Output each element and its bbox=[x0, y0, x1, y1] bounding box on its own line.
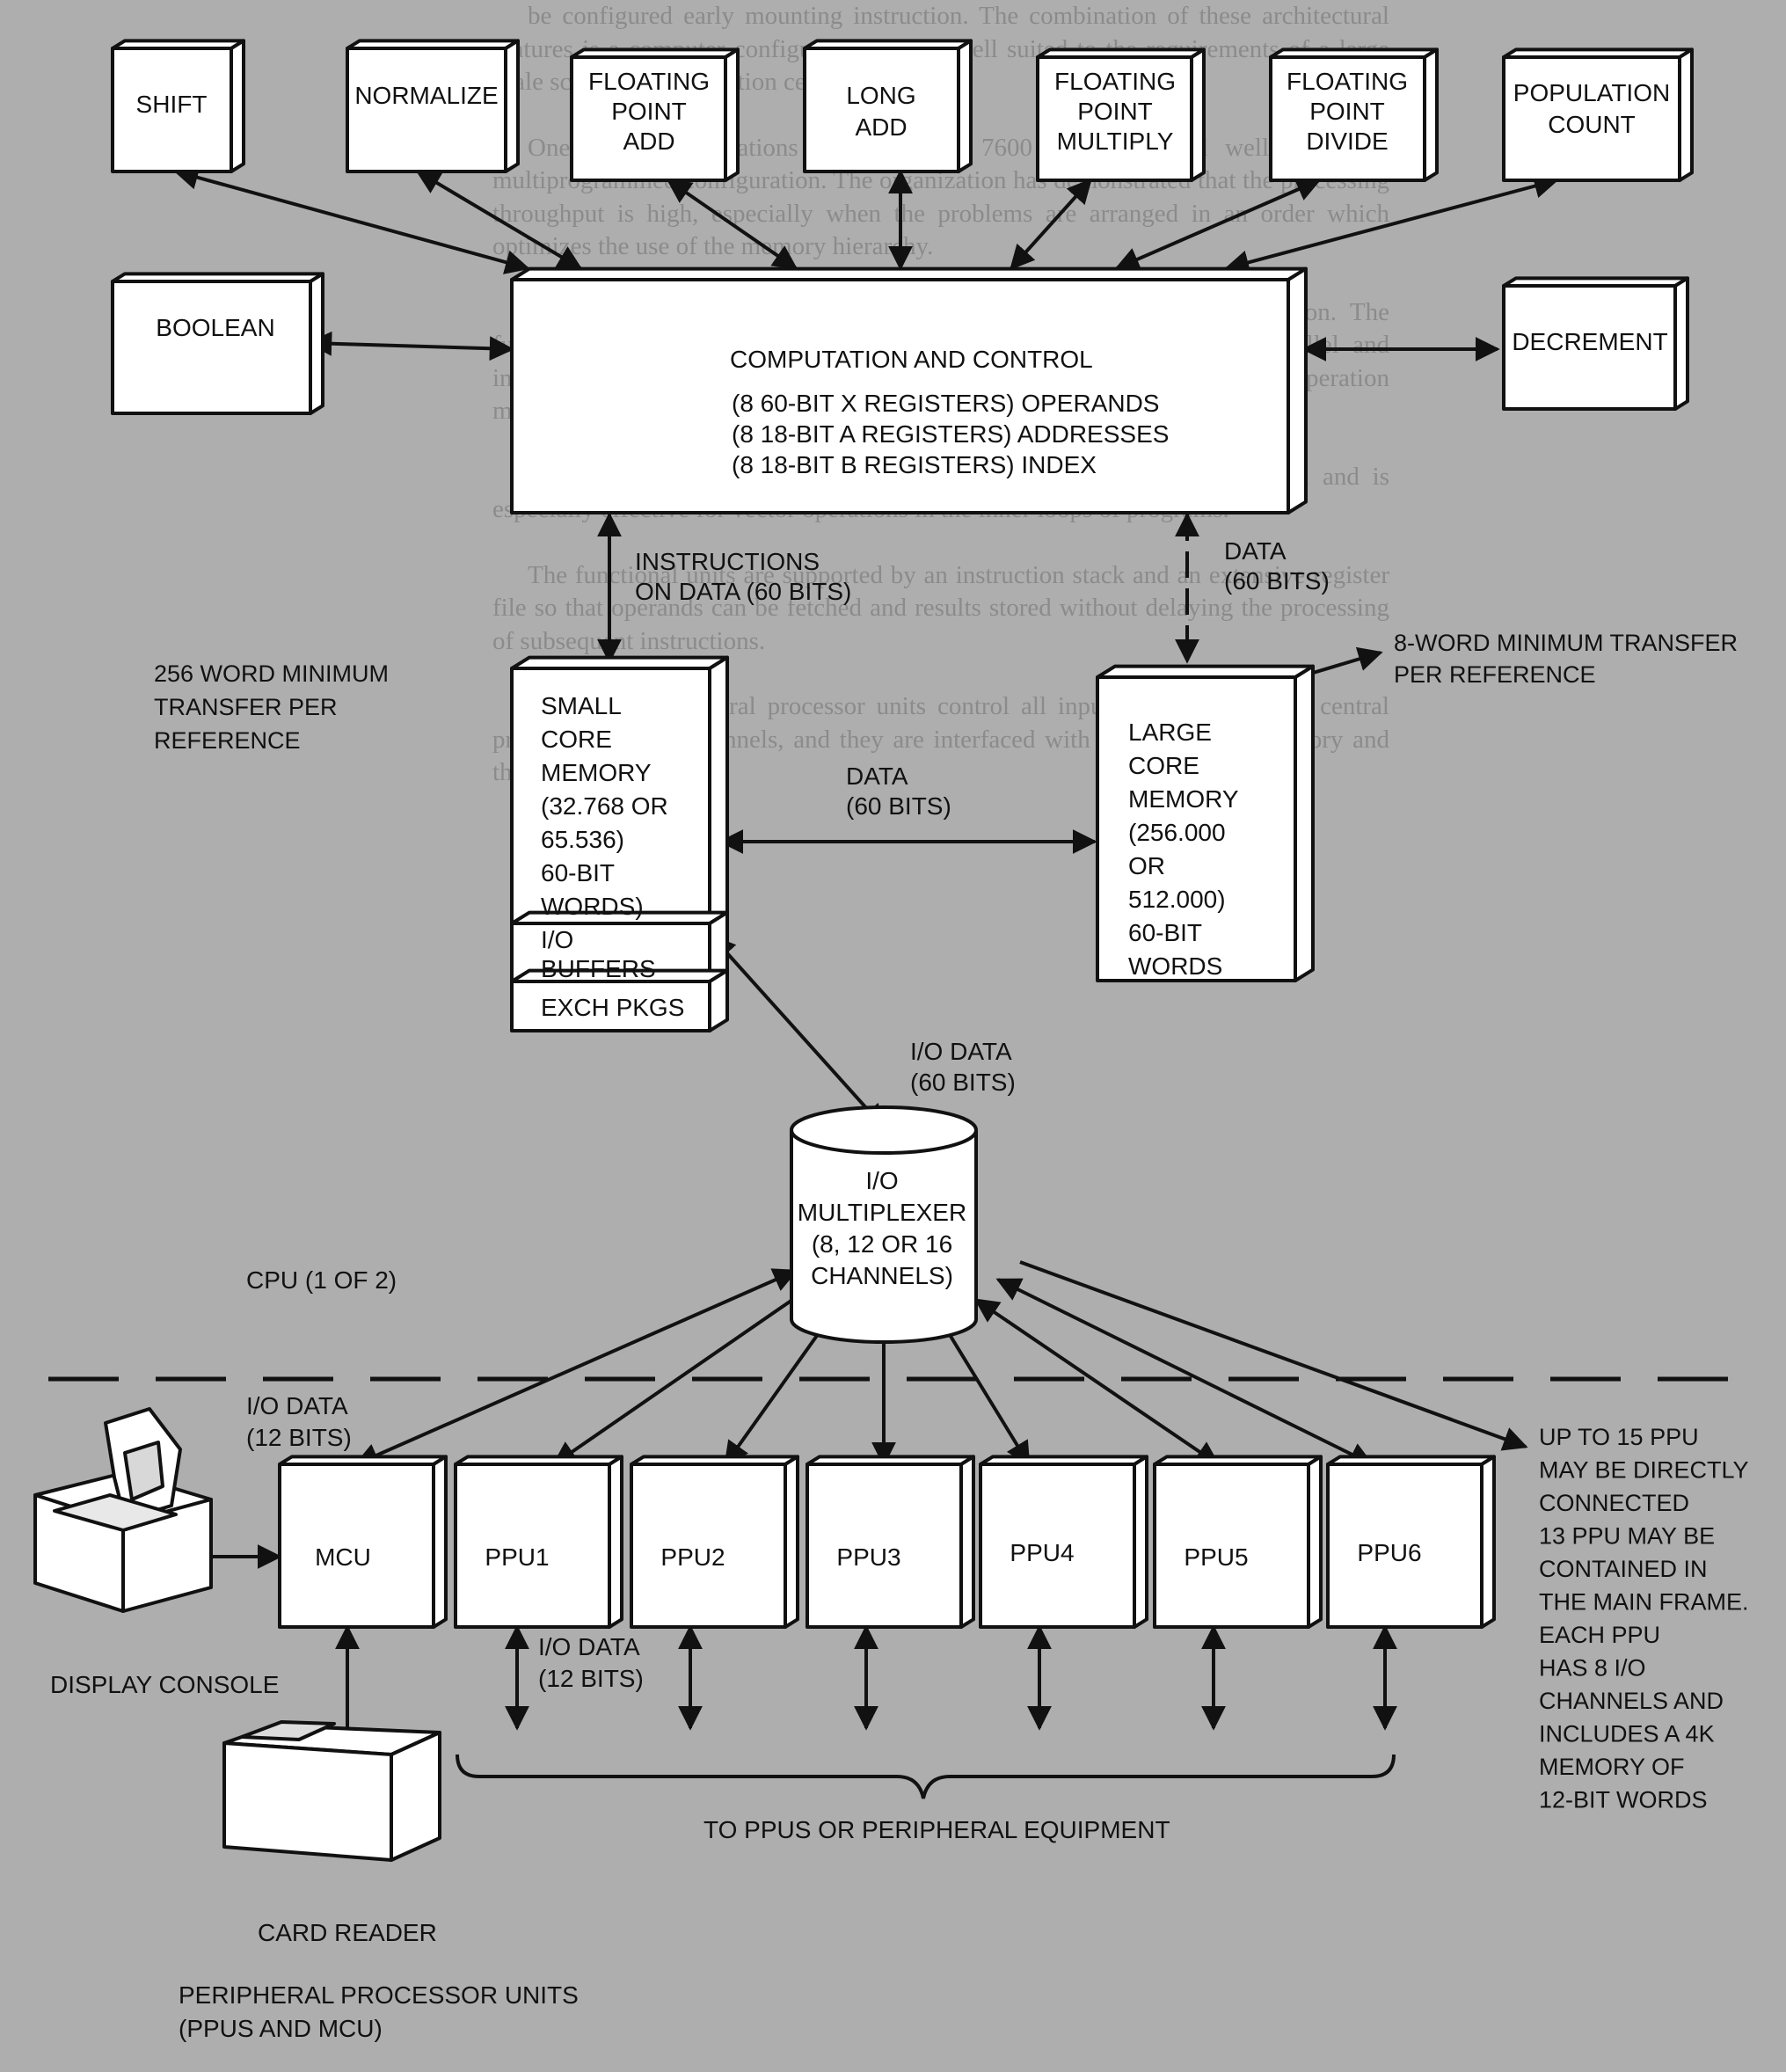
lcm-box bbox=[1096, 664, 1315, 982]
io-data-mux-label: I/O DATA(60 BITS) bbox=[910, 1038, 1016, 1096]
scm-sections bbox=[510, 910, 729, 1032]
data-lcm-label: DATA(60 BITS) bbox=[1224, 537, 1330, 595]
arrow-normalize bbox=[415, 170, 583, 270]
ppu-caption-label: PERIPHERAL PROCESSOR UNITS(PPUS AND MCU) bbox=[179, 1981, 579, 2042]
fp-multiply-unit bbox=[1036, 47, 1206, 182]
arrow-boolean bbox=[307, 331, 514, 361]
exch-pkgs-label: EXCH PKGS bbox=[541, 994, 684, 1021]
data-mid-label: DATA(60 BITS) bbox=[846, 762, 951, 820]
ppu4-box bbox=[979, 1455, 1148, 1629]
arrow-shift bbox=[173, 165, 530, 274]
brace-peripheral bbox=[456, 1754, 1396, 1799]
arrow-mux-mcu bbox=[354, 1268, 798, 1467]
decrement-label: DECREMENT bbox=[1512, 328, 1667, 355]
io-multiplexer-cylinder bbox=[790, 1105, 978, 1344]
ppu1-label: PPU1 bbox=[485, 1543, 549, 1571]
ppu5-label: PPU5 bbox=[1184, 1543, 1248, 1571]
arrow-fp-divide bbox=[1114, 178, 1322, 271]
cpu-box bbox=[510, 266, 1308, 514]
io-data-12-left-label: I/O DATA(12 BITS) bbox=[246, 1392, 352, 1451]
arrow-fp-add bbox=[666, 179, 798, 270]
card-reader-icon bbox=[222, 1720, 441, 1862]
ppu6-box bbox=[1326, 1455, 1496, 1629]
arrow-fp-multiply bbox=[1010, 178, 1092, 271]
arrow-mux-ppu6 bbox=[995, 1278, 1374, 1466]
ppu4-label: PPU4 bbox=[1010, 1539, 1074, 1566]
long-add-unit bbox=[803, 39, 973, 173]
fp-add-unit bbox=[570, 47, 740, 182]
cpu-count-label: CPU (1 OF 2) bbox=[246, 1266, 397, 1294]
background-paragraph: The functional units are supported by an… bbox=[492, 560, 1389, 655]
display-console-label: DISPLAY CONSOLE bbox=[50, 1671, 279, 1698]
mcu-box bbox=[278, 1455, 448, 1629]
population-count-unit bbox=[1502, 47, 1694, 182]
ppu6-label: PPU6 bbox=[1357, 1539, 1421, 1566]
ppu1-box bbox=[454, 1455, 623, 1629]
boolean-label: BOOLEAN bbox=[156, 314, 274, 341]
cpu-title: COMPUTATION AND CONTROL bbox=[730, 346, 1093, 373]
scm-box bbox=[510, 655, 729, 925]
ppu5-box bbox=[1153, 1455, 1323, 1629]
card-reader-label: CARD READER bbox=[258, 1919, 437, 1946]
to-ppus-label: TO PPUS OR PERIPHERAL EQUIPMENT bbox=[703, 1816, 1170, 1843]
fp-divide-unit bbox=[1269, 47, 1439, 182]
io-data-12-mid-label: I/O DATA(12 BITS) bbox=[538, 1633, 644, 1692]
cpu-register-lines: (8 60-BIT X REGISTERS) OPERANDS(8 18-BIT… bbox=[732, 390, 1169, 478]
arrow-mux-ppu1 bbox=[551, 1280, 820, 1466]
exch-pkgs-section bbox=[510, 968, 729, 1032]
ppu2-label: PPU2 bbox=[660, 1543, 725, 1571]
display-console-icon bbox=[33, 1407, 213, 1613]
arrow-population-count bbox=[1224, 173, 1559, 275]
shift-label: SHIFT bbox=[136, 91, 208, 118]
ppu2-box bbox=[630, 1455, 799, 1629]
mcu-label: MCU bbox=[315, 1543, 371, 1571]
shift-unit bbox=[111, 39, 245, 173]
arrow-mux-extra bbox=[1019, 1260, 1528, 1451]
normalize-label: NORMALIZE bbox=[354, 82, 498, 109]
ppu3-label: PPU3 bbox=[836, 1543, 900, 1571]
boolean-unit bbox=[111, 272, 324, 415]
arrow-io-data-mux bbox=[711, 934, 886, 1130]
ppu3-box bbox=[806, 1455, 975, 1629]
normalize-unit bbox=[346, 39, 520, 173]
decrement-unit bbox=[1502, 276, 1689, 411]
